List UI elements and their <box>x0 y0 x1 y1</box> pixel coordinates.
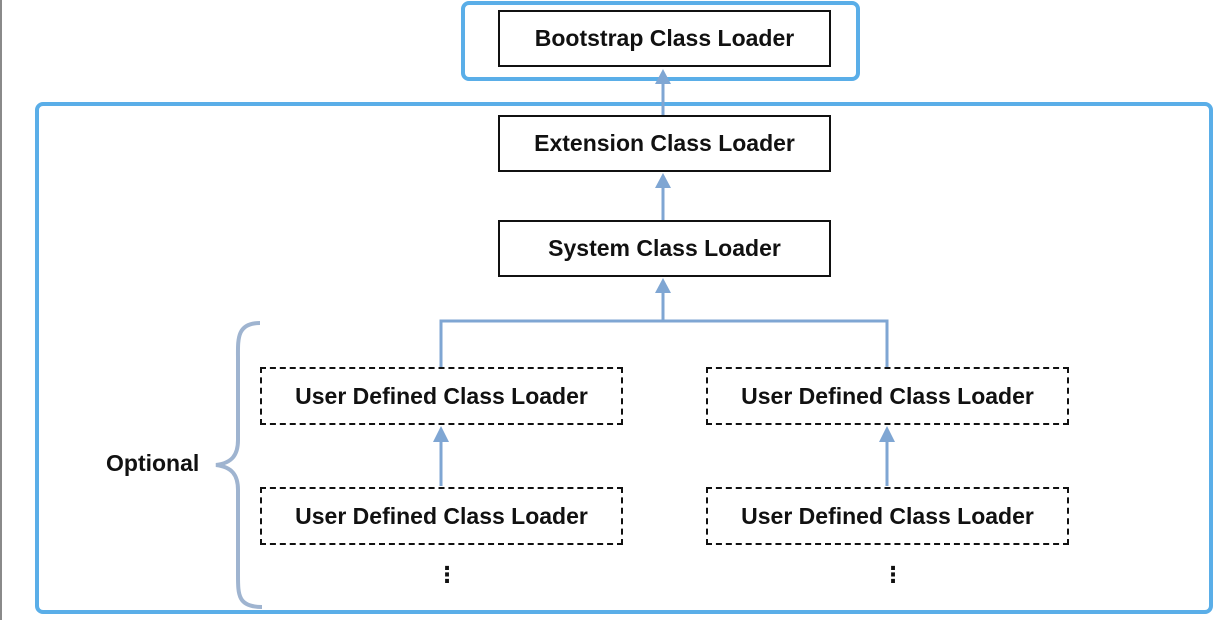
arrow-left-bottom-to-top <box>433 426 449 486</box>
user-defined-loader-right-bottom: User Defined Class Loader <box>706 487 1069 545</box>
bootstrap-class-loader-label: Bootstrap Class Loader <box>534 25 795 51</box>
optional-curly-brace <box>215 321 263 609</box>
extension-class-loader-box: Extension Class Loader <box>498 115 831 172</box>
user-defined-loader-label: User Defined Class Loader <box>741 382 1034 409</box>
extension-class-loader-label: Extension Class Loader <box>534 130 795 156</box>
arrowhead-system <box>655 278 671 293</box>
user-defined-loader-label: User Defined Class Loader <box>741 502 1034 529</box>
ellipsis-right: ⋮ <box>882 562 904 587</box>
user-defined-loader-right-top: User Defined Class Loader <box>706 367 1069 425</box>
arrow-system-to-extension <box>655 173 671 222</box>
user-defined-loader-left-top: User Defined Class Loader <box>260 367 623 425</box>
page-left-border <box>0 0 2 620</box>
system-class-loader-box: System Class Loader <box>498 220 831 277</box>
user-defined-loader-label: User Defined Class Loader <box>295 502 588 529</box>
system-class-loader-label: System Class Loader <box>548 235 781 261</box>
bootstrap-class-loader-box: Bootstrap Class Loader <box>498 10 831 67</box>
arrow-right-bottom-to-top <box>879 426 895 486</box>
ellipsis-left: ⋮ <box>436 562 458 587</box>
user-defined-loader-left-bottom: User Defined Class Loader <box>260 487 623 545</box>
branch-user-to-system <box>439 288 889 368</box>
optional-label: Optional <box>106 450 200 476</box>
arrow-extension-to-bootstrap <box>655 69 671 117</box>
jvm-loaders-frame <box>35 102 1213 614</box>
user-defined-loader-label: User Defined Class Loader <box>295 382 588 409</box>
